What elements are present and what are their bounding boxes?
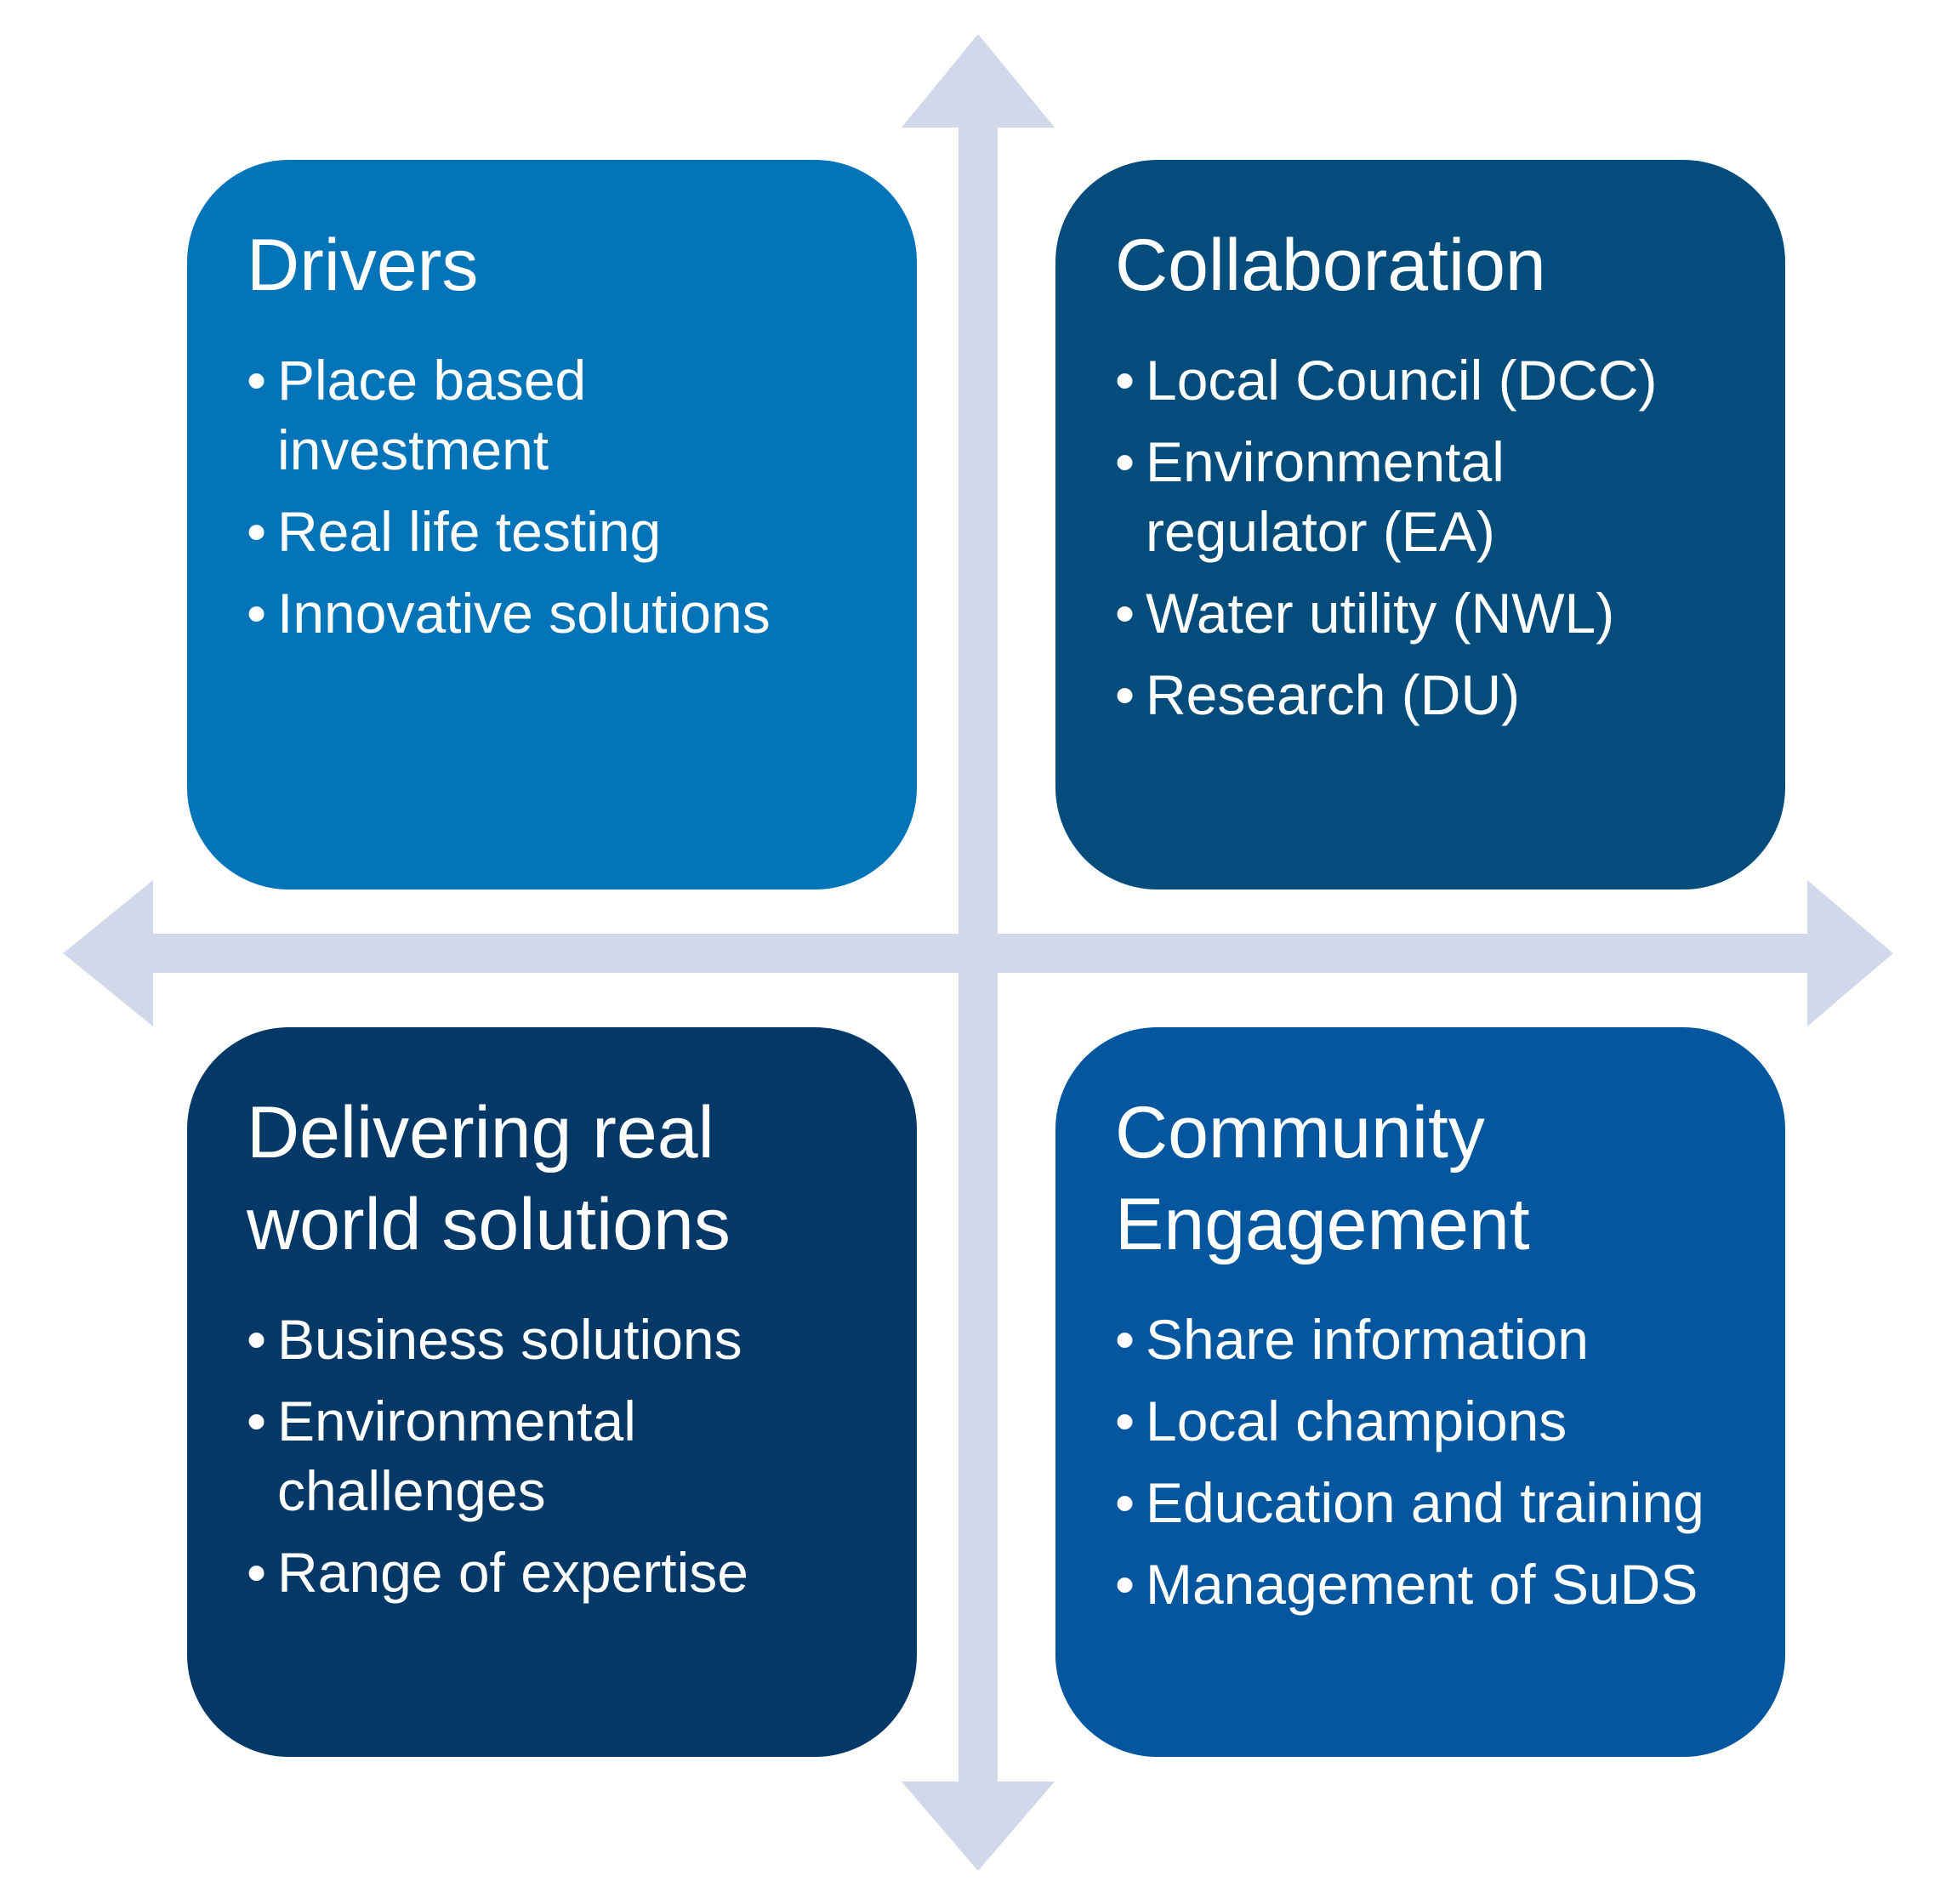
- quadrant-drivers: Drivers Place based investment Real life…: [187, 160, 917, 889]
- quadrant-title: Delivering real world solutions: [247, 1092, 731, 1265]
- list-item: Share information: [1115, 1304, 1726, 1374]
- list-item: Innovative solutions: [247, 578, 857, 648]
- quadrant-delivering: Delivering real world solutions Business…: [187, 1027, 917, 1757]
- quadrant-title: Community Engagement: [1115, 1092, 1530, 1265]
- list-item: Range of expertise: [247, 1537, 857, 1607]
- list-item: Business solutions: [247, 1304, 857, 1374]
- list-item: Environmental challenges: [247, 1386, 857, 1526]
- bullet-list: Business solutions Environmental challen…: [247, 1304, 857, 1607]
- list-item: Place based investment: [247, 345, 857, 485]
- bullet-list: Place based investment Real life testing…: [247, 345, 857, 648]
- up-arrowhead: [902, 34, 1055, 128]
- quadrant-community: Community Engagement Share information L…: [1055, 1027, 1785, 1757]
- list-item: Research (DU): [1115, 660, 1726, 730]
- quadrant-title: Drivers: [247, 225, 479, 306]
- list-item: Environmental regulator (EA): [1115, 427, 1726, 566]
- quadrant-title: Collaboration: [1115, 225, 1546, 306]
- quadrant-collaboration: Collaboration Local Council (DCC) Enviro…: [1055, 160, 1785, 889]
- list-item: Local champions: [1115, 1386, 1726, 1456]
- bullet-list: Local Council (DCC) Environmental regula…: [1115, 345, 1726, 730]
- list-item: Water utility (NWL): [1115, 578, 1726, 648]
- horizontal-arrow-shaft: [153, 934, 1807, 973]
- right-arrowhead: [1807, 880, 1893, 1026]
- left-arrowhead: [63, 880, 153, 1026]
- list-item: Education and training: [1115, 1468, 1726, 1537]
- list-item: Real life testing: [247, 497, 857, 566]
- list-item: Local Council (DCC): [1115, 345, 1726, 415]
- list-item: Management of SuDS: [1115, 1549, 1726, 1619]
- down-arrowhead: [902, 1782, 1055, 1871]
- bullet-list: Share information Local champions Educat…: [1115, 1304, 1726, 1619]
